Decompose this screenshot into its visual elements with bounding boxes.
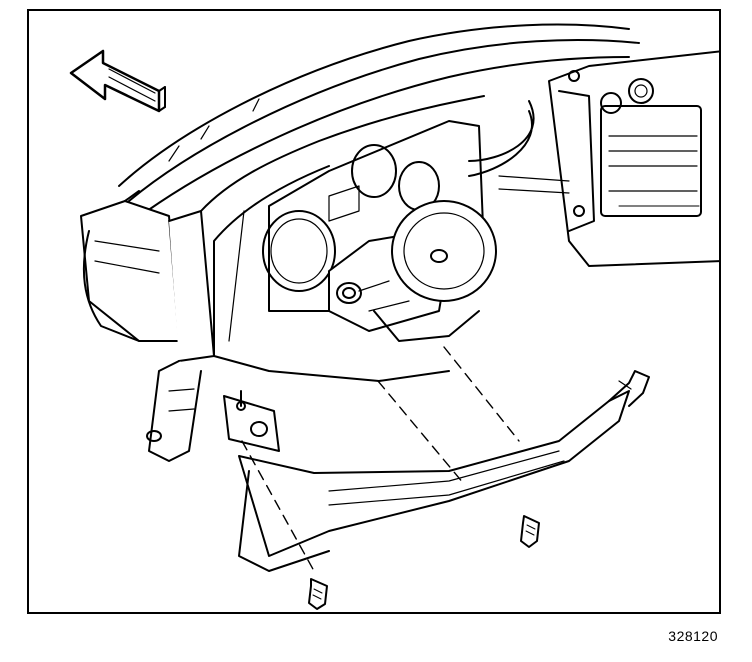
- knee-bolster-bracket: [224, 391, 279, 451]
- bolt-hole-icon: [251, 422, 267, 436]
- center-stack: [469, 51, 719, 266]
- speedometer-gauge-icon: [352, 145, 396, 197]
- bolt-icon: [521, 516, 539, 547]
- illustration-frame: [27, 9, 721, 614]
- knee-bolster: [239, 371, 649, 571]
- steering-column: [329, 201, 496, 341]
- ignition-switch-icon: [337, 283, 361, 303]
- left-end-panel: [81, 201, 214, 461]
- front-of-vehicle-arrow-icon: [71, 51, 165, 111]
- tachometer-gauge-icon: [263, 211, 335, 291]
- hvac-knob-icon: [629, 79, 653, 103]
- hvac-control-panel: [601, 106, 701, 216]
- bolt-icon-2: [309, 579, 327, 609]
- instrument-panel-illustration: [29, 11, 719, 614]
- fastener-leader-lines: [242, 347, 519, 571]
- dash-top-panel: [119, 25, 639, 211]
- figure-number: 328120: [668, 628, 718, 644]
- dash-front-surface: [201, 96, 484, 381]
- hvac-knob-icon-2: [601, 93, 621, 113]
